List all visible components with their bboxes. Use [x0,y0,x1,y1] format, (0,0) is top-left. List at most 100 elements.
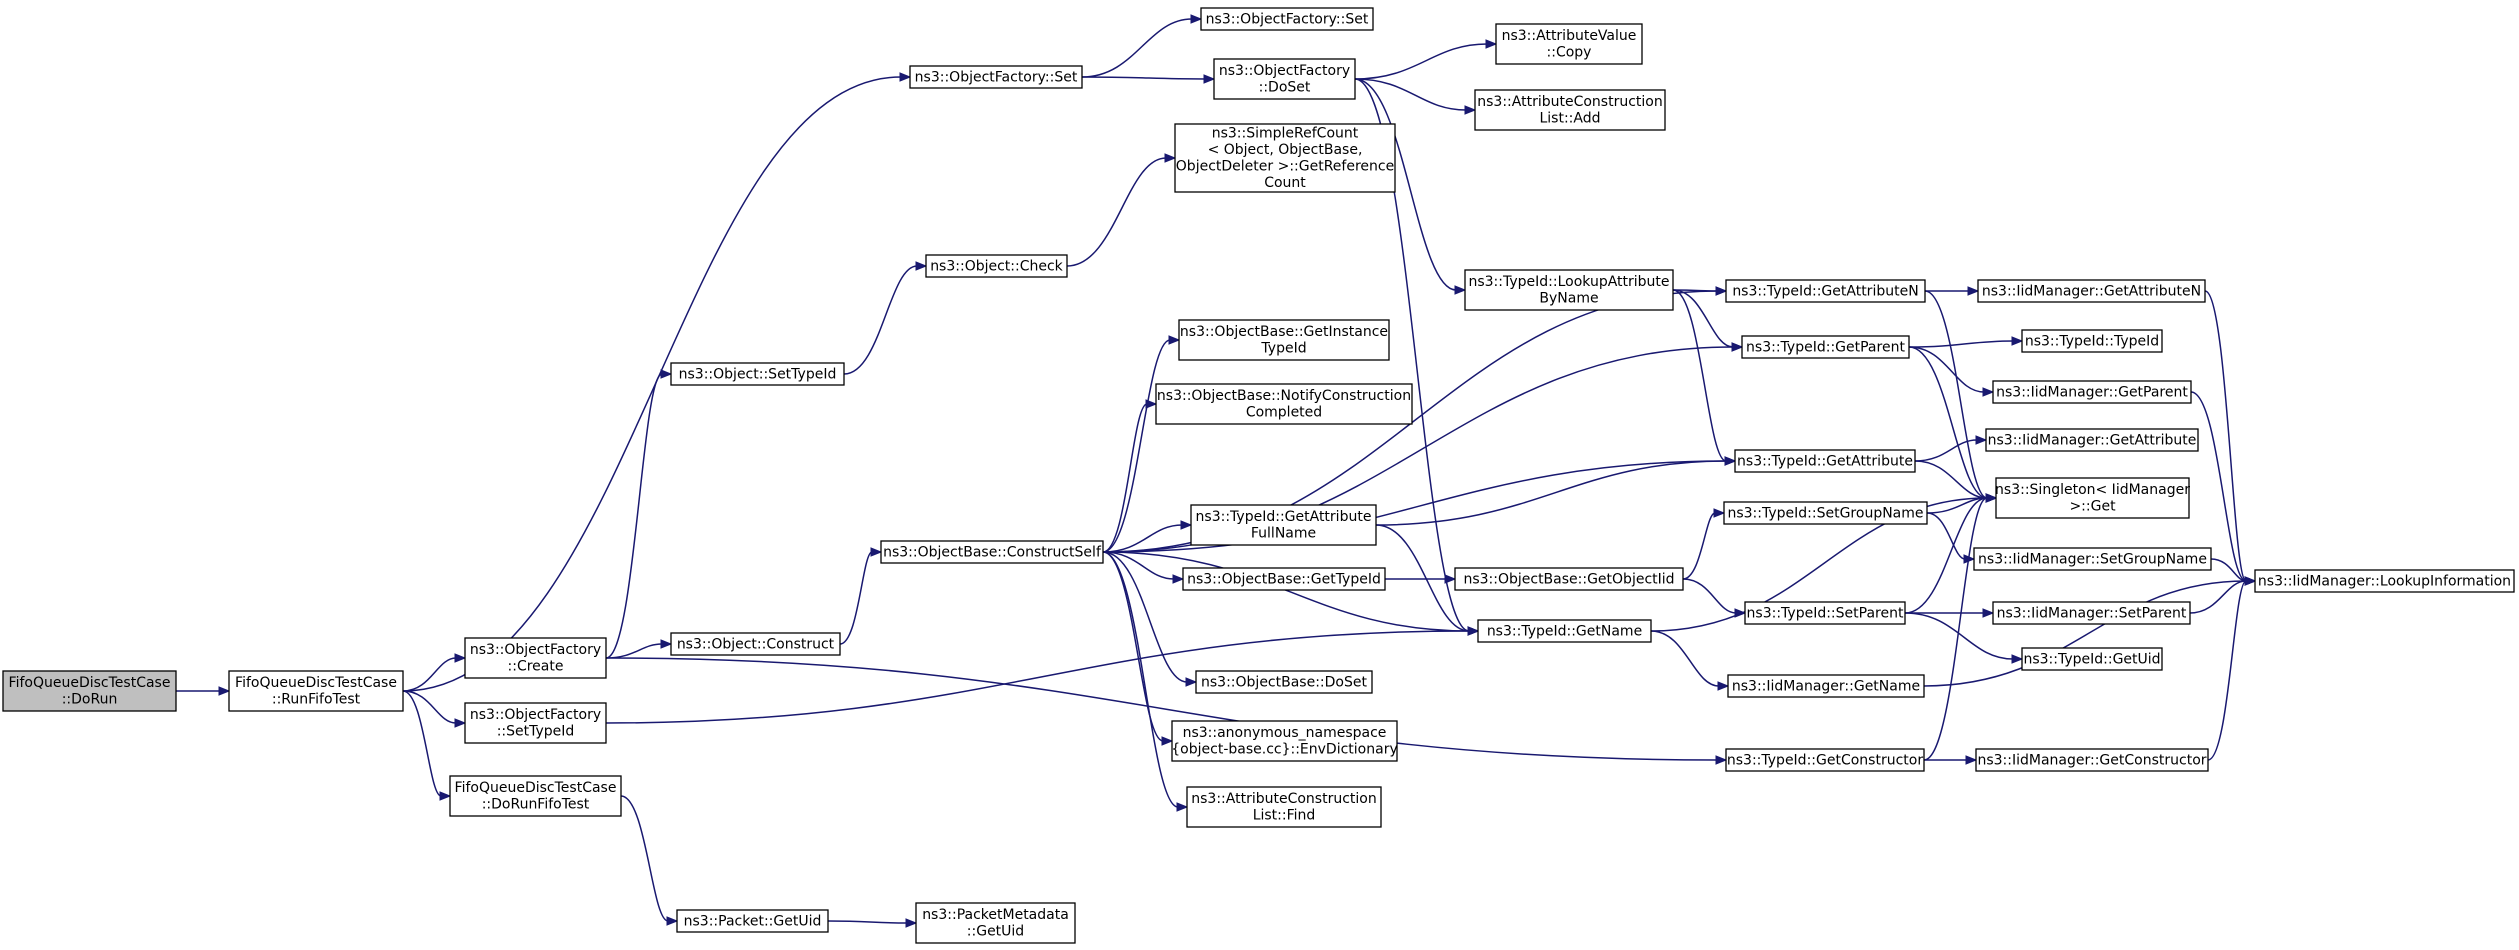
edge-arrowhead [1485,39,1498,49]
edge-iidgetctor-to-iidlookup [2207,576,2257,761]
node-iidsetparent[interactable]: ns3::IidManager::SetParent [1992,601,2191,625]
node-label: ns3::Object::SetTypeId [679,366,837,382]
edge-line [1908,346,1988,499]
node-objconstruct[interactable]: ns3::Object::Construct [670,632,841,656]
node-label: FifoQueueDiscTestCase [455,780,617,796]
node-constructself[interactable]: ns3::ObjectBase::ConstructSelf [880,540,1104,564]
edge-arrowhead [899,72,912,82]
node-iidgetname[interactable]: ns3::IidManager::GetName [1727,674,1925,698]
node-obgetobjectiid[interactable]: ns3::ObjectBase::GetObjectIid [1454,567,1684,591]
nodes-layer: FifoQueueDiscTestCase::DoRunFifoQueueDis… [2,7,2515,944]
node-tidgetctor[interactable]: ns3::TypeId::GetConstructor [1725,748,1925,772]
node-tidsetparent[interactable]: ns3::TypeId::SetParent [1744,601,1906,625]
edge-obgetobjectiid-to-tidsetgroup [1682,508,1726,580]
node-ofset1[interactable]: ns3::ObjectFactory::Set [909,65,1083,89]
node-simplerefcount[interactable]: ns3::SimpleRefCount< Object, ObjectBase,… [1174,123,1396,193]
edge-arrowhead [1464,105,1477,115]
node-label: {object-base.cc}::EnvDictionary [1171,742,1397,758]
node-singleton[interactable]: ns3::Singleton< IidManager>::Get [1995,477,2190,519]
node-iidsetgroup[interactable]: ns3::IidManager::SetGroupName [1973,547,2212,571]
node-dorunfifo[interactable]: FifoQueueDiscTestCase::DoRunFifoTest [449,775,622,817]
node-notifyconstruction[interactable]: ns3::ObjectBase::NotifyConstructionCompl… [1155,383,1413,425]
edge-tidsetparent-to-iidsetparent [1905,608,1995,618]
node-tidtypeid[interactable]: ns3::TypeId::TypeId [2021,329,2163,353]
edge-arrowhead [439,791,452,801]
node-tidgetname[interactable]: ns3::TypeId::GetName [1477,619,1652,643]
node-objcheck[interactable]: ns3::Object::Check [925,254,1068,278]
node-label: List::Add [1539,111,1600,127]
node-tidgetattr[interactable]: ns3::TypeId::GetAttribute [1734,449,1916,473]
edge-arrowhead [1965,755,1978,765]
edge-line [1650,497,1988,632]
node-ofdoset[interactable]: ns3::ObjectFactory::DoSet [1213,58,1356,100]
node-runfifo[interactable]: FifoQueueDiscTestCase::RunFifoTest [228,670,404,712]
edge-constructself-to-acfind [1102,551,1189,812]
edge-line [1914,439,1978,462]
node-tidgetattrn[interactable]: ns3::TypeId::GetAttributeN [1725,279,1926,303]
node-dorun[interactable]: FifoQueueDiscTestCase::DoRun [2,670,177,712]
edge-line [1375,460,1727,526]
node-label: ns3::TypeId::GetAttribute [1196,509,1372,525]
edge-line [605,373,663,659]
edge-lookupattr-to-tidgetparent [1672,289,1744,352]
node-iidlookup[interactable]: ns3::IidManager::LookupInformation [2254,569,2515,593]
node-ofcreate[interactable]: ns3::ObjectFactory::Create [464,637,607,679]
edge-arrowhead [915,261,928,271]
edge-arrowhead [1731,342,1744,352]
edge-arrowhead [1982,387,1995,397]
node-ofsettypeid[interactable]: ns3::ObjectFactory::SetTypeId [464,702,607,744]
node-label: ByName [1539,291,1598,307]
edge-arrowhead [1715,286,1728,296]
node-box [1186,786,1382,828]
node-label: ns3::ObjectBase::GetInstance [1180,324,1388,340]
node-obdoset[interactable]: ns3::ObjectBase::DoSet [1195,670,1373,694]
edge-line [2207,580,2247,761]
edge-constructself-to-tidgetname [1102,551,1480,636]
node-iidgetattr[interactable]: ns3::IidManager::GetAttribute [1985,428,2199,452]
node-label: ::Create [508,659,564,675]
node-tidgetuid[interactable]: ns3::TypeId::GetUid [2021,647,2163,671]
node-box [1734,449,1916,473]
node-tidgetparent[interactable]: ns3::TypeId::GetParent [1741,335,1910,359]
edge-arrowhead [1185,677,1198,687]
node-label: ns3::TypeId::LookupAttribute [1468,274,1669,290]
edge-line [402,690,442,797]
node-objsettypeid[interactable]: ns3::Object::SetTypeId [670,362,845,386]
edge-tidgetctor-to-iidgetctor [1923,755,1978,765]
node-box [1174,123,1396,193]
node-label: Completed [1246,405,1322,421]
edge-tidsetgroup-to-iidsetgroup [1926,512,1976,564]
node-box [915,902,1076,944]
node-box [1992,601,2191,625]
node-label: ns3::Object::Construct [677,636,835,652]
node-label: ::DoSet [1259,80,1311,96]
node-label: ::RunFifoTest [272,692,361,708]
node-obgettypeid[interactable]: ns3::ObjectBase::GetTypeId [1182,567,1386,591]
edge-line [2190,391,2247,582]
node-label: TypeId [1260,341,1306,357]
node-avcopy[interactable]: ns3::AttributeValue::Copy [1495,23,1643,65]
node-ofset2[interactable]: ns3::ObjectFactory::Set [1200,7,1374,31]
node-envdict[interactable]: ns3::anonymous_namespace{object-base.cc}… [1171,720,1398,762]
node-box [1973,547,2212,571]
edge-arrowhead [1145,399,1158,409]
node-iidgetctor[interactable]: ns3::IidManager::GetConstructor [1975,748,2209,772]
node-tidsetgroup[interactable]: ns3::TypeId::SetGroupName [1723,501,1928,525]
edge-arrowhead [1454,285,1467,295]
node-iidgetattrn[interactable]: ns3::IidManager::GetAttributeN [1977,279,2206,303]
edge-arrowhead [1161,736,1174,746]
edge-arrowhead [1164,153,1177,163]
node-box [2021,329,2163,353]
node-pktgetuid[interactable]: ns3::Packet::GetUid [676,909,829,933]
edge-dorun-to-runfifo [176,686,231,696]
node-iidgetparent[interactable]: ns3::IidManager::GetParent [1992,380,2192,404]
node-box [676,909,829,933]
node-pmgetuid[interactable]: ns3::PacketMetadata::GetUid [915,902,1076,944]
node-label: ns3::AttributeConstruction [1477,94,1662,110]
node-label: List::Find [1253,808,1316,824]
